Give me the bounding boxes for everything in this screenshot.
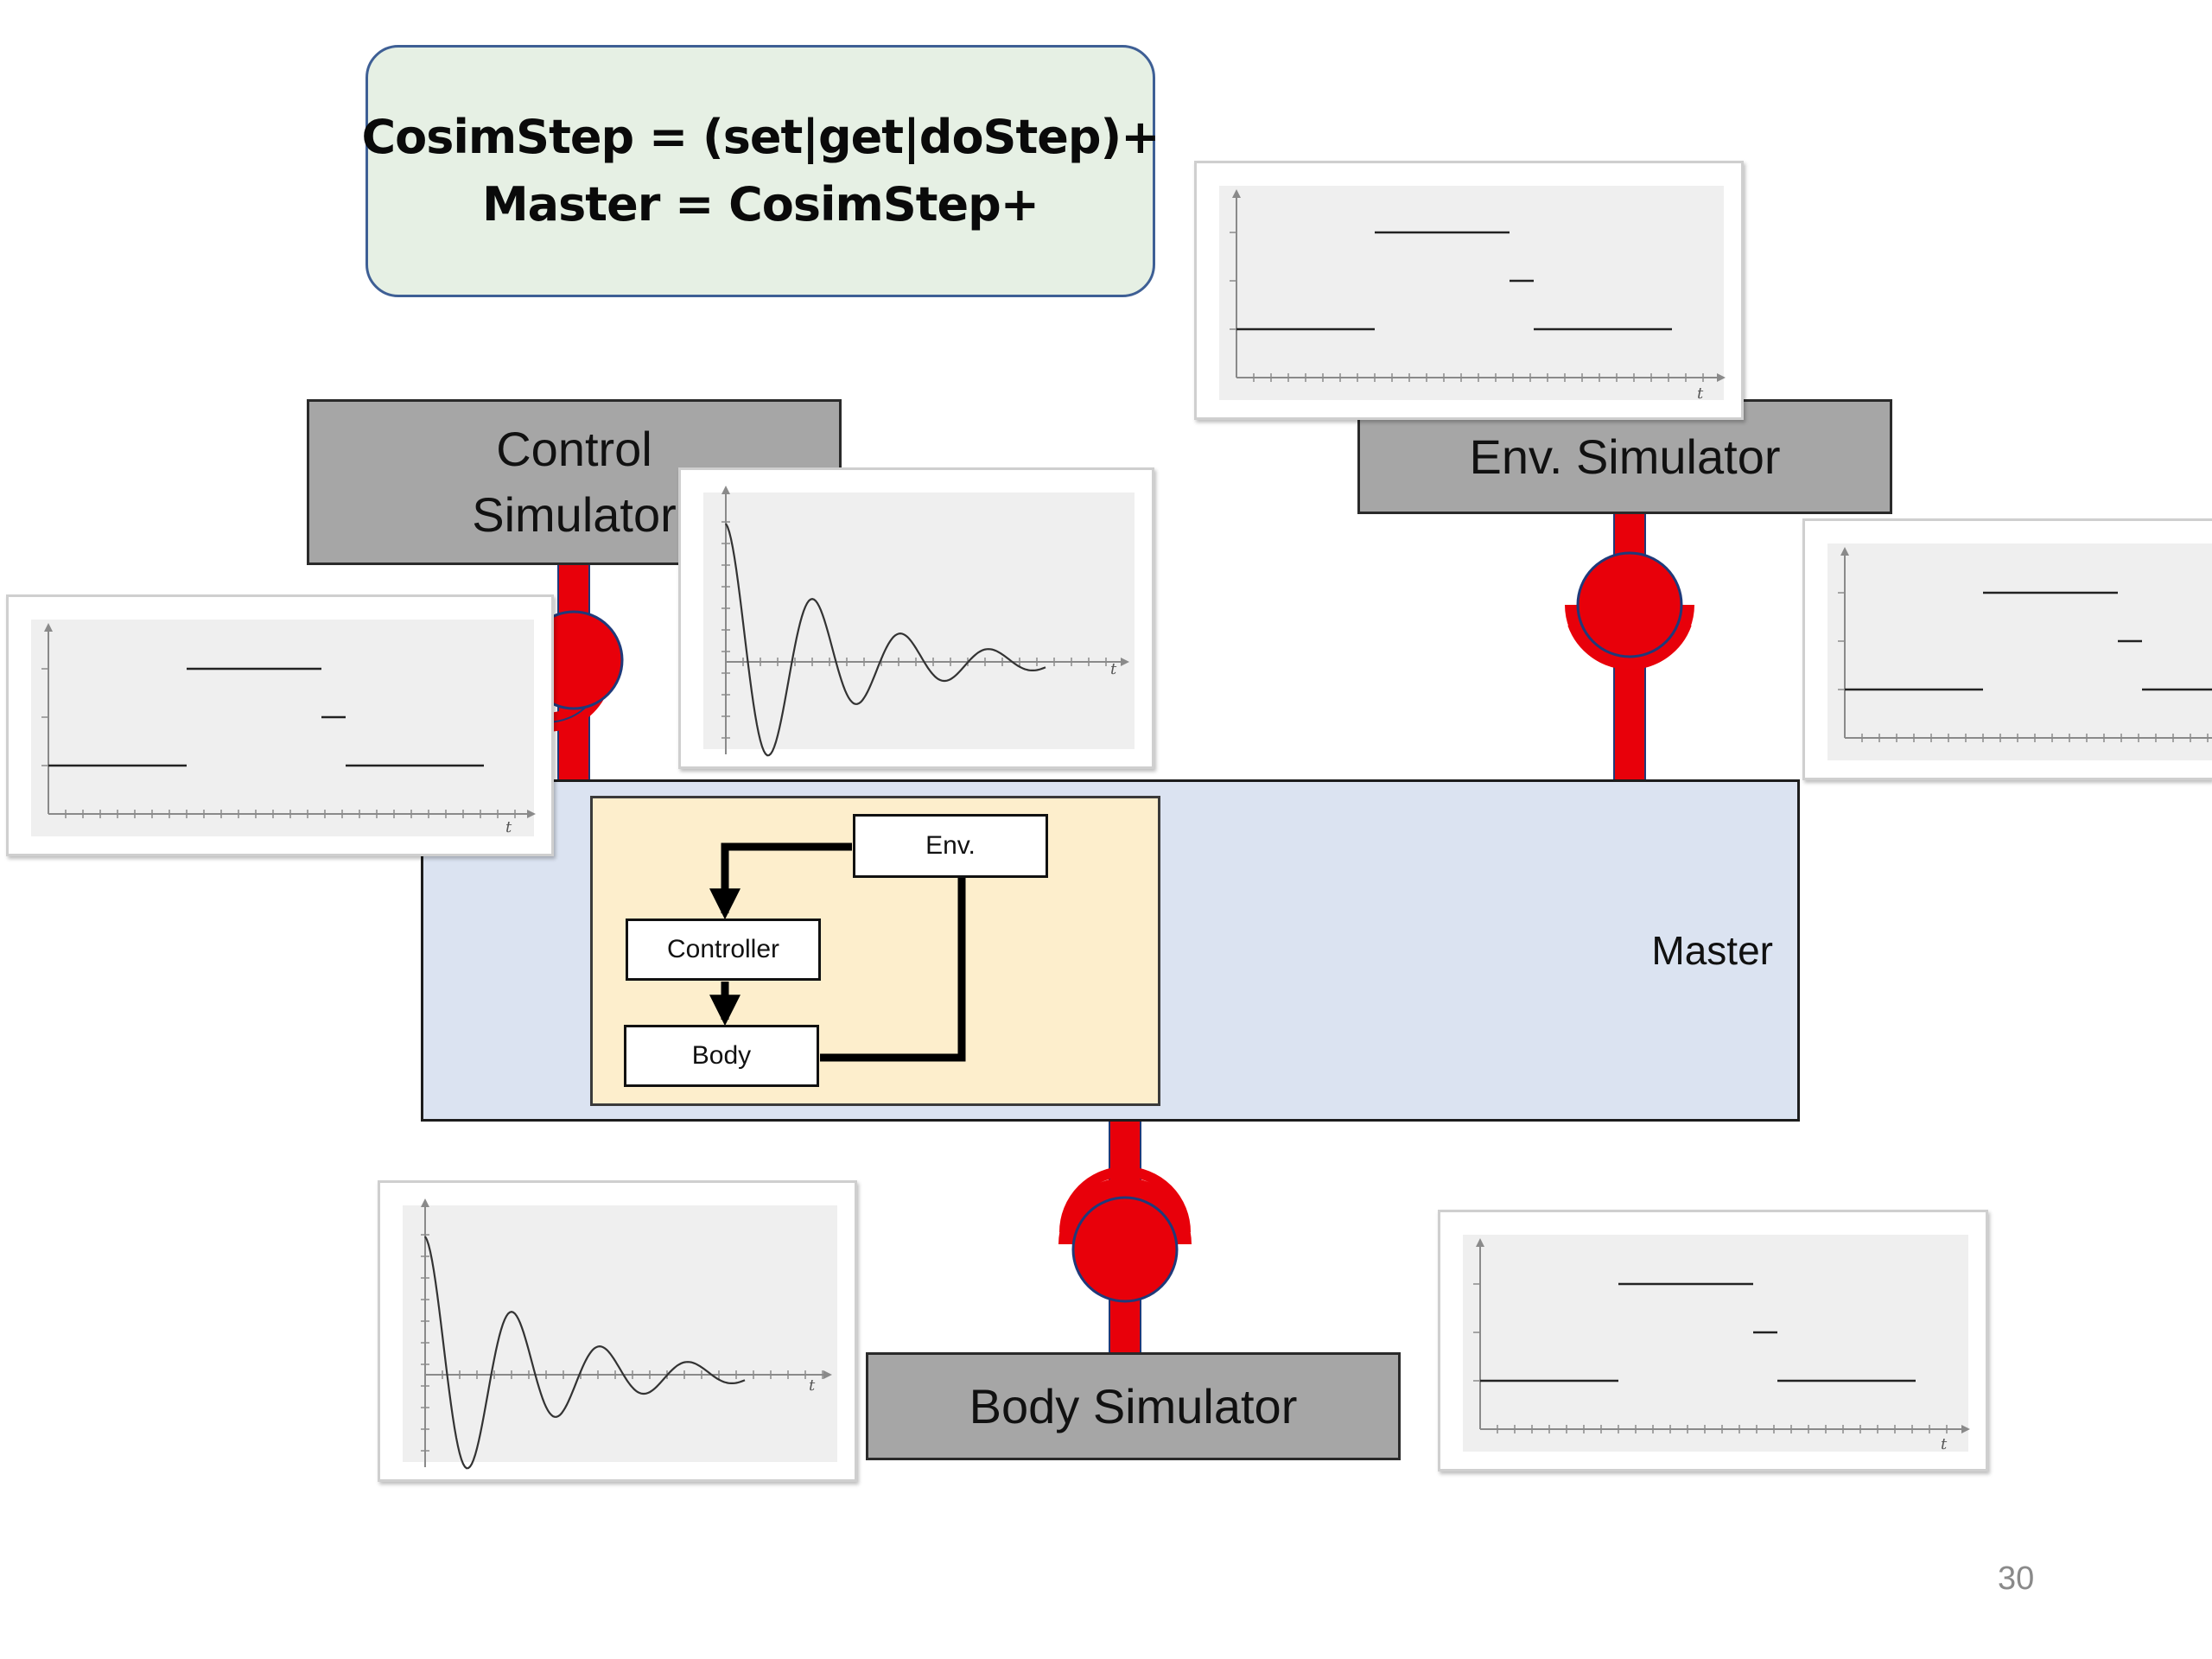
y-axis-arrow: [721, 486, 730, 494]
plot-background: [403, 1205, 837, 1462]
controller-component: Controller: [626, 918, 821, 981]
body-oscillation-plot-svg: [403, 1198, 837, 1470]
body-step-plot: t: [1438, 1210, 1988, 1471]
master-box: Master Env. Controller Body: [421, 779, 1800, 1122]
env-step-plot-right: [1802, 518, 2212, 780]
control-simulator-label-line2: Simulator: [472, 487, 677, 542]
env-simulator-label: Env. Simulator: [1469, 429, 1781, 484]
x-axis-arrow: [527, 810, 536, 818]
damped-oscillation-curve: [424, 1236, 746, 1470]
plot-background: [1219, 186, 1724, 400]
x-axis-arrow: [1961, 1425, 1970, 1433]
control-step-plot-svg: [31, 620, 536, 836]
x-axis-arrow: [1717, 373, 1726, 382]
control-oscillation-plot-axis-label: t: [1110, 660, 1117, 678]
control-step-plot: t: [6, 594, 554, 856]
formula-cosimstep: CosimStep = (set|get|doStep)+: [361, 110, 1160, 164]
body-step-plot-axis-label: t: [1941, 1435, 1948, 1453]
body-oscillation-plot-axis-label: t: [809, 1376, 816, 1395]
body-component: Body: [624, 1025, 819, 1087]
plot-background: [1827, 543, 2212, 760]
y-axis-arrow: [1840, 547, 1849, 556]
formula-master: Master = CosimStep+: [481, 177, 1039, 232]
control-step-plot-axis-label: t: [505, 818, 512, 836]
y-axis-arrow: [44, 623, 53, 632]
env-joint: [1565, 551, 1694, 670]
plot-background: [1463, 1235, 1968, 1452]
body-step-plot-svg: [1463, 1235, 1970, 1452]
formula-box: CosimStep = (set|get|doStep)+ Master = C…: [362, 45, 1160, 297]
env-step-plot-svg: [1219, 186, 1726, 400]
body-simulator: Body Simulator: [866, 1352, 1401, 1460]
x-axis-arrow: [1121, 658, 1129, 666]
env-step-plot: t: [1194, 161, 1744, 420]
env-component: Env.: [853, 814, 1048, 878]
body-simulator-label: Body Simulator: [969, 1378, 1298, 1433]
coupled-model-box: Env. Controller Body: [590, 796, 1160, 1106]
y-axis-arrow: [1476, 1238, 1484, 1247]
damped-oscillation-curve: [725, 523, 1046, 757]
y-axis-arrow: [1232, 189, 1241, 198]
x-axis-arrow: [823, 1370, 832, 1379]
y-axis-arrow: [421, 1198, 429, 1207]
control-oscillation-plot-svg: [703, 486, 1135, 757]
plot-background: [31, 620, 534, 836]
env-step-plot-axis-label: t: [1697, 385, 1704, 403]
control-oscillation-plot: t: [678, 467, 1154, 769]
env-to-controller-arrow: [709, 842, 852, 920]
page-number: 30: [1998, 1560, 2035, 1597]
control-simulator-label-line1: Control: [496, 422, 652, 476]
plot-background: [703, 493, 1135, 749]
env-step-plot-right-svg: [1827, 543, 2212, 760]
body-joint: [1058, 1166, 1192, 1303]
master-label: Master: [1651, 928, 1773, 973]
body-oscillation-plot: t: [378, 1180, 857, 1482]
